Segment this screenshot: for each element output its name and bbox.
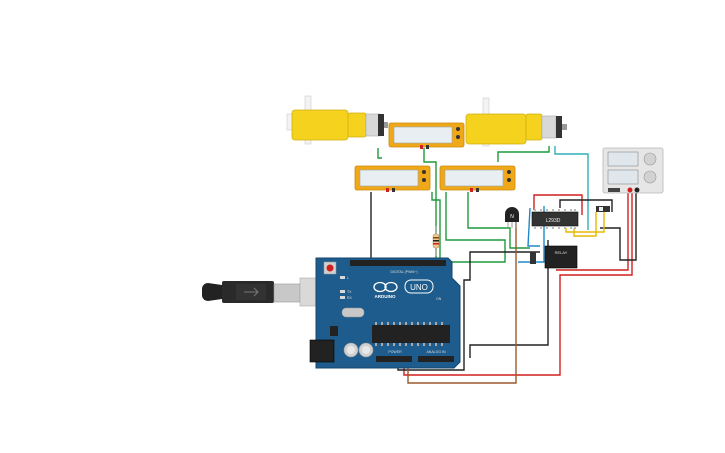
wire-yellow-2[interactable] bbox=[565, 212, 605, 233]
wire-black-driver[interactable] bbox=[559, 199, 613, 212]
l-label: L bbox=[347, 276, 349, 280]
digital-header-label: DIGITAL (PWM~) bbox=[390, 270, 417, 274]
battery-pack[interactable] bbox=[602, 147, 664, 194]
wire-green-motor-right[interactable] bbox=[497, 146, 550, 162]
wire-blue[interactable] bbox=[527, 207, 540, 247]
wire-red-driver[interactable] bbox=[533, 194, 583, 215]
gear-motor-right[interactable] bbox=[465, 97, 567, 147]
resistor[interactable] bbox=[432, 226, 440, 256]
wire-green-1[interactable] bbox=[423, 148, 437, 262]
board-brand: ARDUINO bbox=[375, 294, 396, 299]
gear-motor-left[interactable] bbox=[286, 95, 388, 145]
transistor-label: N bbox=[510, 214, 514, 220]
arduino-logo: ARDUINO bbox=[373, 281, 398, 299]
transistor[interactable]: N bbox=[505, 207, 519, 228]
tx-label: TX bbox=[347, 290, 352, 294]
power-header-label: POWER bbox=[388, 350, 402, 354]
wire-green-4[interactable] bbox=[445, 192, 506, 263]
encoder-module-left[interactable] bbox=[354, 165, 431, 192]
encoder-module-right[interactable] bbox=[439, 165, 516, 192]
wire-green-motor-left[interactable] bbox=[377, 148, 382, 159]
motor-driver-chip[interactable]: L293D bbox=[531, 209, 579, 229]
relay-label: RELAY bbox=[555, 250, 568, 255]
encoder-module-top[interactable] bbox=[388, 122, 465, 149]
wire-black-gnd[interactable] bbox=[397, 251, 540, 371]
relay[interactable]: RELAY bbox=[530, 245, 578, 269]
board-model: UNO bbox=[410, 283, 428, 292]
wires bbox=[370, 146, 637, 384]
arduino-uno-board[interactable]: DIGITAL (PWM~) L TX RX ARDUINO UNO ON bbox=[309, 257, 461, 369]
wire-red-2[interactable] bbox=[556, 192, 629, 271]
wire-black-battery[interactable] bbox=[600, 192, 637, 261]
wire-brown[interactable] bbox=[407, 220, 517, 384]
rx-label: RX bbox=[347, 296, 353, 300]
wire-black-3[interactable] bbox=[469, 240, 549, 358]
wire-green-2[interactable] bbox=[431, 192, 441, 262]
wire-red-battery[interactable] bbox=[403, 192, 633, 376]
analog-header-label: ANALOG IN bbox=[426, 350, 446, 354]
driver-chip-label: L293D bbox=[546, 218, 561, 224]
slide-switch[interactable] bbox=[596, 206, 610, 212]
on-label: ON bbox=[436, 297, 442, 301]
wire-teal[interactable] bbox=[554, 146, 589, 230]
